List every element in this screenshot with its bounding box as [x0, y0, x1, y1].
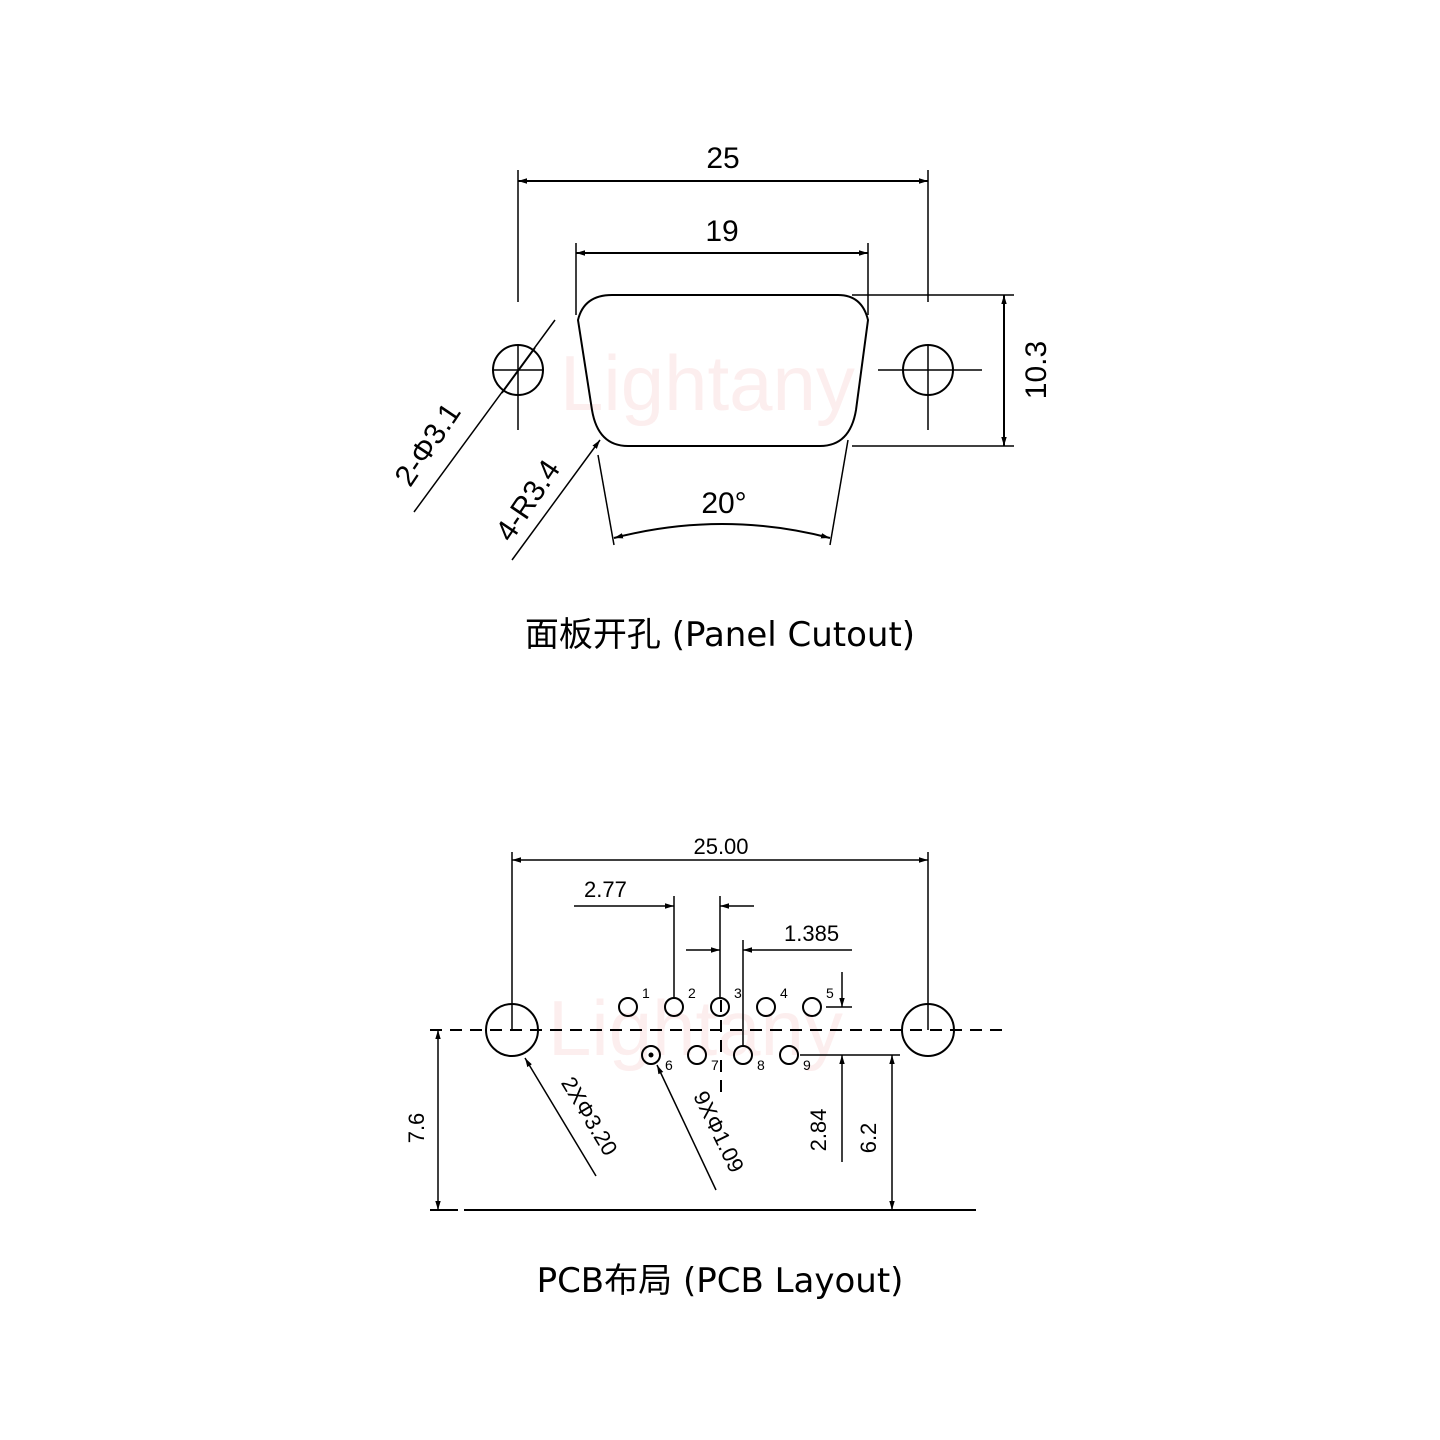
panel-cutout-caption: 面板开孔 (Panel Cutout) — [525, 615, 915, 655]
angle-arc — [613, 523, 831, 539]
pin-label-4: 4 — [780, 985, 788, 1001]
dim-text-hole-dia: 2-Φ3.1 — [389, 397, 468, 492]
pin-label-6: 6 — [665, 1057, 673, 1073]
dim-text-6-2: 6.2 — [856, 1123, 881, 1154]
pin-label-3: 3 — [734, 985, 742, 1001]
pin-label-1: 1 — [642, 985, 650, 1001]
dim-text-25: 25 — [706, 142, 739, 175]
pin-label-7: 7 — [711, 1057, 719, 1073]
pcb-layout-caption: PCB布局 (PCB Layout) — [537, 1261, 904, 1301]
pin-hole-6 — [641, 1045, 661, 1065]
leader-corner-radius — [511, 439, 601, 561]
d-sub-cutout — [576, 294, 870, 447]
dim-text-1-385: 1.385 — [784, 921, 839, 946]
pin-hole-7 — [687, 1045, 707, 1065]
dim-text-angle: 20° — [701, 487, 746, 520]
angle-ext-right — [829, 439, 849, 546]
angle-ext-left — [597, 454, 615, 546]
watermark-top: Lightany — [560, 339, 855, 427]
leader-hole-dia-arrows — [501, 347, 536, 394]
pin-label-8: 8 — [757, 1057, 765, 1073]
dim-text-mount-dia: 2XΦ3.20 — [556, 1072, 622, 1160]
pin-hole-4 — [756, 997, 776, 1017]
dim-text-25-00: 25.00 — [693, 834, 748, 859]
leader-pin-dia — [656, 1064, 717, 1191]
dim-text-7-6: 7.6 — [404, 1113, 429, 1144]
pin-label-5: 5 — [826, 985, 834, 1001]
pin-6-center-dot — [648, 1052, 654, 1058]
dim-text-2-84: 2.84 — [806, 1109, 831, 1152]
pin-label-2: 2 — [688, 985, 696, 1001]
dim-text-2-77: 2.77 — [584, 877, 627, 902]
dim-text-10-3: 10.3 — [1020, 341, 1053, 399]
pin-label-9: 9 — [803, 1057, 811, 1073]
dim-text-pin-dia: 9XΦ1.09 — [688, 1087, 749, 1176]
pin-hole-5 — [802, 997, 822, 1017]
dim-text-19: 19 — [705, 215, 738, 248]
watermark-bottom: Lightany — [548, 984, 843, 1072]
pin-hole-1 — [618, 997, 638, 1017]
pin-hole-9 — [779, 1045, 799, 1065]
leader-mount-dia — [524, 1057, 597, 1177]
